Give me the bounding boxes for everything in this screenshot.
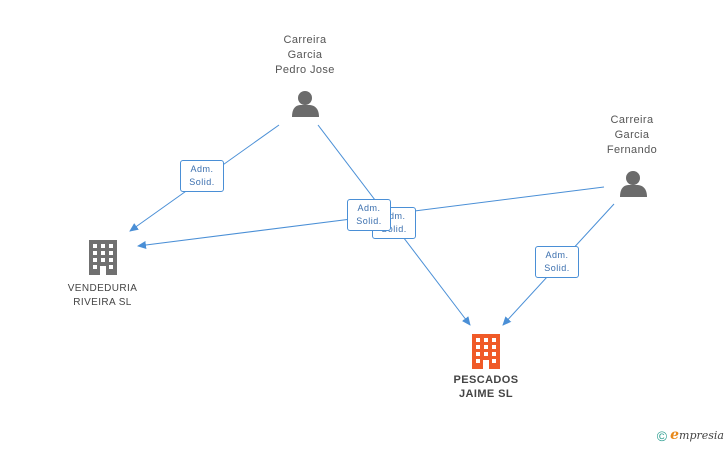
edge-role-line1: Adm. bbox=[382, 211, 406, 221]
edge-role-line1: Adm. bbox=[357, 203, 381, 213]
edge-role-badge: Adm. Solid. bbox=[180, 160, 224, 192]
edge-role-line1: Adm. bbox=[545, 250, 569, 260]
brand-name: mpresia bbox=[679, 428, 724, 442]
edge-role-line2: Solid. bbox=[356, 216, 382, 226]
person-icon[interactable] bbox=[620, 171, 647, 197]
edge-role-badge: Adm. Solid. bbox=[347, 199, 391, 231]
edge-role-line1: Adm. bbox=[190, 164, 214, 174]
copyright-icon: © bbox=[656, 428, 668, 444]
edge-role-badge: Adm. Solid. bbox=[535, 246, 579, 278]
brand-logo-e: e bbox=[670, 426, 680, 443]
brand-footer[interactable]: © empresia bbox=[657, 427, 724, 444]
person-icon[interactable] bbox=[292, 91, 319, 117]
edge-role-line2: Solid. bbox=[544, 263, 570, 273]
building-icon[interactable] bbox=[472, 334, 500, 369]
edge-role-line2: Solid. bbox=[189, 177, 215, 187]
person-name-fernando[interactable]: Carreira Garcia Fernando bbox=[606, 114, 658, 156]
edge-role-line2: Solid. bbox=[381, 224, 407, 234]
company-name-pescados[interactable]: PESCADOS JAIME SL bbox=[453, 374, 519, 400]
building-icon[interactable] bbox=[89, 240, 117, 275]
person-name-pedro[interactable]: Carreira Garcia Pedro Jose bbox=[275, 34, 335, 76]
company-name-vendeduria[interactable]: VENDEDURIA RIVEIRA SL bbox=[67, 283, 138, 308]
